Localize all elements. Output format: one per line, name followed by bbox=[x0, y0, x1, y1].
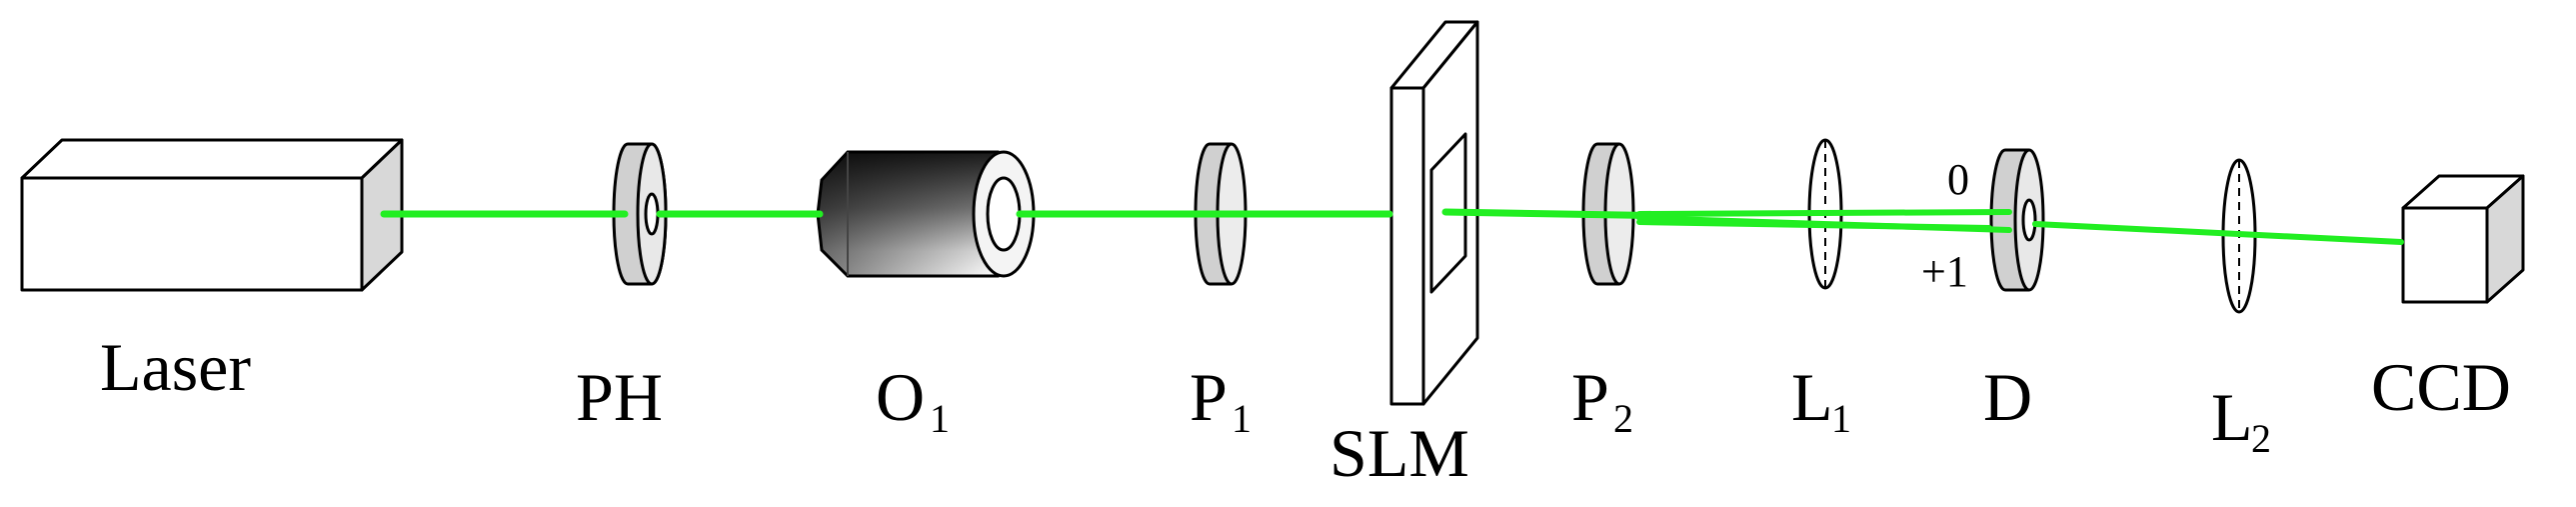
label-polarizer-2: P 2 bbox=[1571, 359, 1633, 441]
label-slm: SLM bbox=[1329, 415, 1469, 491]
diaphragm-element bbox=[1989, 148, 2045, 292]
label-lens-2: L 2 bbox=[2211, 379, 2271, 461]
label-polarizer-1: P 1 bbox=[1190, 359, 1252, 441]
svg-text:L: L bbox=[1791, 359, 1833, 435]
laser-beam bbox=[380, 208, 1683, 220]
svg-text:P: P bbox=[1571, 359, 1609, 435]
svg-text:P: P bbox=[1190, 359, 1228, 435]
svg-text:2: 2 bbox=[1613, 396, 1633, 441]
pinhole-element bbox=[612, 142, 668, 286]
svg-text:2: 2 bbox=[2251, 416, 2271, 461]
laser-box bbox=[20, 138, 404, 292]
label-order-plus-one: +1 bbox=[1921, 247, 1968, 296]
label-order-zero: 0 bbox=[1947, 155, 1969, 204]
label-lens-1: L 1 bbox=[1791, 359, 1851, 441]
svg-text:O: O bbox=[876, 359, 925, 435]
label-objective: O 1 bbox=[876, 359, 950, 441]
objective-element bbox=[816, 150, 1036, 278]
svg-text:L: L bbox=[2211, 379, 2253, 455]
diffracted-beams bbox=[1636, 209, 2404, 245]
svg-text:1: 1 bbox=[1831, 396, 1851, 441]
label-ccd: CCD bbox=[2371, 349, 2511, 425]
svg-text:1: 1 bbox=[930, 396, 950, 441]
label-laser: Laser bbox=[100, 329, 251, 405]
ccd-element bbox=[2401, 174, 2525, 304]
svg-text:1: 1 bbox=[1232, 396, 1252, 441]
label-pinhole: PH bbox=[576, 359, 663, 435]
label-diaphragm: D bbox=[1983, 359, 2032, 435]
